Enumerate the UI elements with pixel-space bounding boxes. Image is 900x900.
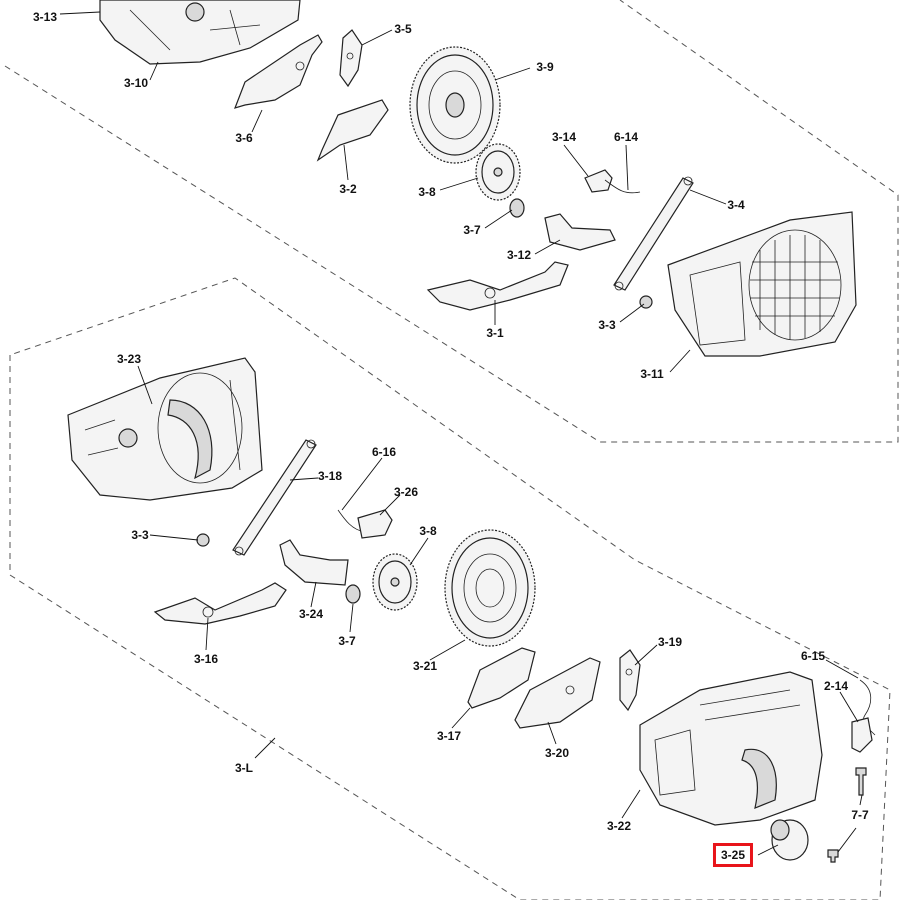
label-3-10: 3-10 [123,76,149,90]
part-3-7-upper [509,198,525,218]
label-3-20: 3-20 [544,746,570,760]
label-2-14: 2-14 [823,679,849,693]
label-6-14: 6-14 [613,130,639,144]
part-7-7-screw-a [855,767,867,796]
part-3-17 [467,647,536,709]
leader-lines [59,11,863,856]
label-3-16: 3-16 [193,652,219,666]
label-3-13: 3-13 [32,10,58,24]
part-3-18-link [232,439,317,556]
part-3-11-housing [667,211,857,357]
label-3-8-lower: 3-8 [419,524,437,538]
label-3-19: 3-19 [657,635,683,649]
part-2-14 [851,717,873,753]
label-3-2: 3-2 [339,182,357,196]
label-6-15: 6-15 [800,649,826,663]
part-3-2 [316,99,389,162]
label-3-23: 3-23 [116,352,142,366]
part-7-7-screw-b [827,849,839,863]
part-3-21-gear [444,529,536,647]
part-3-20 [514,657,601,729]
part-3-16-rail [153,582,287,625]
label-3-22: 3-22 [606,819,632,833]
label-3-14: 3-14 [551,130,577,144]
label-6-16: 6-16 [371,445,397,459]
part-3-6 [234,34,323,109]
part-3-8-gear-lower [372,553,418,611]
label-3-25-highlighted[interactable]: 3-25 [712,843,754,867]
label-3-12: 3-12 [506,248,532,262]
label-3-6: 3-6 [235,131,253,145]
part-3-8-gear-upper [475,143,521,201]
part-3-5 [339,29,363,88]
part-3-10-housing [99,0,301,65]
label-3-26: 3-26 [393,485,419,499]
label-3-7-lower: 3-7 [338,634,356,648]
part-3-1-rail [426,261,569,311]
label-3-24: 3-24 [298,607,324,621]
part-6-14 [604,179,641,194]
label-3-11: 3-11 [640,367,664,381]
label-3-L: 3-L [235,761,253,775]
label-3-18: 3-18 [317,469,343,483]
label-3-1: 3-1 [486,326,504,340]
label-3-3-upper: 3-3 [598,318,616,332]
part-3-25-cap [770,819,809,861]
label-3-9: 3-9 [536,60,554,74]
part-3-22-housing [639,671,823,826]
part-3-4-link [613,177,694,291]
label-3-17: 3-17 [436,729,462,743]
upper-group-outline [4,0,899,443]
label-3-21: 3-21 [412,659,438,673]
part-3-7-lower [345,584,361,604]
label-3-5: 3-5 [394,22,412,36]
part-3-12 [544,213,616,251]
label-3-4: 3-4 [727,198,745,212]
part-3-23-housing [67,357,263,501]
part-3-9-gear [409,46,501,164]
lower-group-outline [9,277,891,900]
part-3-26 [357,509,393,539]
part-3-24 [279,539,349,586]
label-3-7-upper: 3-7 [463,223,481,237]
part-3-19 [619,649,641,712]
part-3-14 [584,169,613,193]
label-3-3-lower: 3-3 [131,528,149,542]
part-3-3-lower [196,533,210,547]
label-7-7: 7-7 [851,808,869,822]
label-3-8-upper: 3-8 [418,185,436,199]
